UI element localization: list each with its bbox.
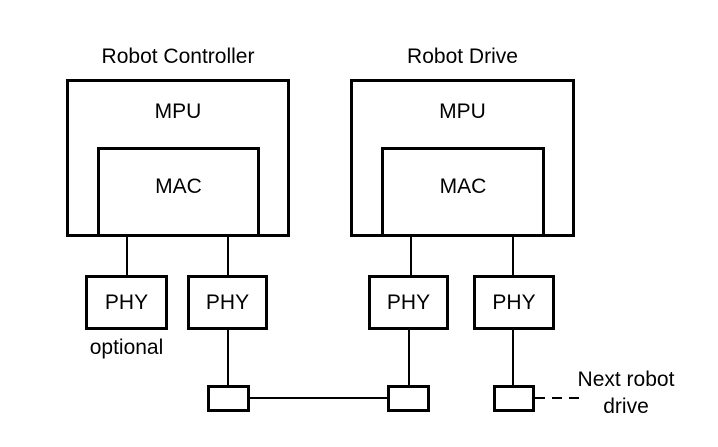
- drive-phy-left-label: PHY: [386, 290, 431, 314]
- next-robot-drive-label-line1: Next robot: [577, 368, 675, 391]
- controller-mac-to-phy-optional-line: [126, 237, 128, 275]
- drive-mac-box: [381, 147, 545, 237]
- controller-port-box: [207, 385, 250, 412]
- drive-port-right-box: [493, 385, 535, 412]
- controller-mpu-label: MPU: [154, 100, 202, 123]
- controller-mac-label: MAC: [155, 175, 202, 198]
- optional-note-label: optional: [89, 336, 164, 359]
- controller-mac-box: [97, 147, 260, 237]
- controller-phy-optional-label: PHY: [104, 290, 149, 314]
- drive-phy-left-box: PHY: [368, 275, 449, 330]
- drive-phy-right-to-port-line: [512, 330, 514, 385]
- controller-mac-to-phy-main-line: [227, 237, 229, 275]
- next-robot-drive-label: Next robot drive: [571, 366, 681, 420]
- drive-phy-right-box: PHY: [473, 275, 555, 330]
- controller-phy-to-port-line: [227, 330, 229, 385]
- next-drive-dashed-line: [535, 397, 582, 399]
- robot-controller-title: Robot Controller: [101, 45, 255, 68]
- drive-mac-to-phy-right-line: [512, 237, 514, 275]
- drive-mac-to-phy-left-line: [410, 237, 412, 275]
- robot-drive-title: Robot Drive: [407, 45, 518, 68]
- drive-phy-right-label: PHY: [492, 290, 536, 314]
- drive-mpu-label: MPU: [439, 100, 486, 123]
- controller-phy-optional-box: PHY: [85, 275, 168, 330]
- next-robot-drive-label-line2: drive: [603, 395, 649, 418]
- drive-phy-left-to-port-line: [408, 330, 410, 385]
- drive-port-left-box: [387, 385, 430, 412]
- drive-mac-label: MAC: [439, 175, 487, 198]
- controller-phy-main-label: PHY: [205, 290, 250, 314]
- controller-phy-main-box: PHY: [187, 275, 268, 330]
- controller-to-drive-cable-line: [250, 397, 387, 399]
